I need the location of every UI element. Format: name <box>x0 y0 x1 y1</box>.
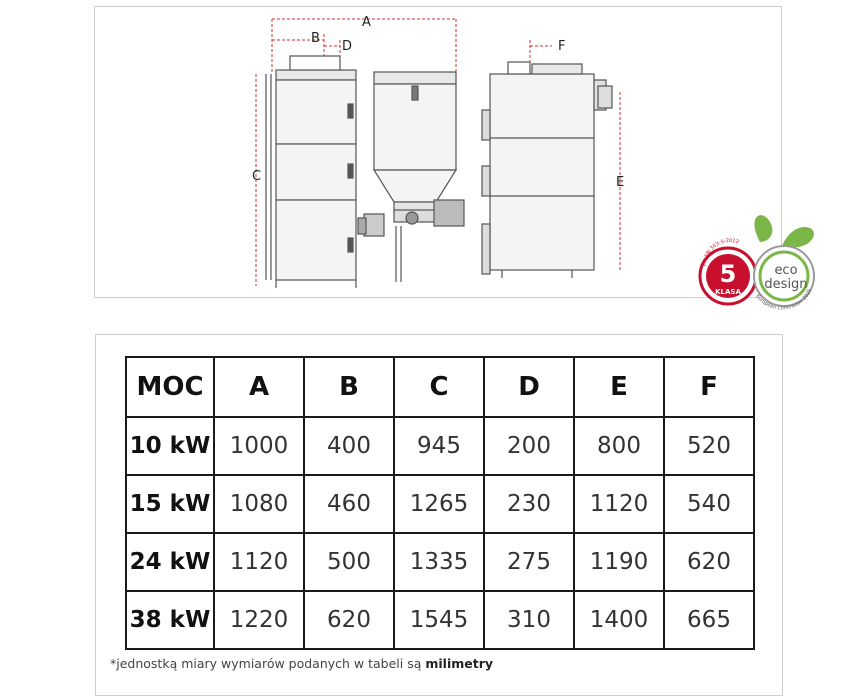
table-cell: 945 <box>393 416 485 476</box>
table-row: 10 kW 1000 400 945 200 800 520 <box>125 416 755 476</box>
table-cell: 310 <box>483 590 575 650</box>
eco-line1: eco <box>774 263 797 278</box>
dim-label-a: A <box>362 15 371 30</box>
table-cell: 1190 <box>573 532 665 592</box>
eco-design-seal-icon: eco design European Commision 2020 <box>753 215 815 311</box>
table-cell: 540 <box>663 474 755 534</box>
header-a: A <box>213 356 305 418</box>
table-cell: 1080 <box>213 474 305 534</box>
dim-label-d: D <box>342 39 352 54</box>
dim-label-c: C <box>252 169 261 184</box>
table-cell: 1120 <box>573 474 665 534</box>
table-row: 24 kW 1120 500 1335 275 1190 620 <box>125 532 755 592</box>
table-cell: 665 <box>663 590 755 650</box>
table-row: 38 kW 1220 620 1545 310 1400 665 <box>125 590 755 650</box>
header-e: E <box>573 356 665 418</box>
table-cell: 1220 <box>213 590 305 650</box>
table-cell: 500 <box>303 532 395 592</box>
table-cell: 1120 <box>213 532 305 592</box>
certification-badges: 5 KLASA PN-EN 303-5:2012 eco design Euro… <box>698 215 815 311</box>
table-cell: 620 <box>663 532 755 592</box>
header-c: C <box>393 356 485 418</box>
row-power: 24 kW <box>125 532 215 592</box>
dim-label-e: E <box>616 175 624 190</box>
table-cell: 400 <box>303 416 395 476</box>
klasa-5-seal-icon: 5 KLASA PN-EN 303-5:2012 <box>698 238 758 306</box>
footnote-text: *jednostką miary wymiarów podanych w tab… <box>110 656 426 671</box>
dim-label-f: F <box>558 39 565 54</box>
table-cell: 620 <box>303 590 395 650</box>
footnote: *jednostką miary wymiarów podanych w tab… <box>110 656 493 671</box>
table-cell: 1265 <box>393 474 485 534</box>
table-cell: 230 <box>483 474 575 534</box>
klasa-word: KLASA <box>715 288 741 296</box>
table-cell: 460 <box>303 474 395 534</box>
table-cell: 520 <box>663 416 755 476</box>
table-row: 15 kW 1080 460 1265 230 1120 540 <box>125 474 755 534</box>
klasa-number: 5 <box>720 260 737 288</box>
footnote-unit: milimetry <box>425 656 494 671</box>
table-cell: 800 <box>573 416 665 476</box>
row-power: 10 kW <box>125 416 215 476</box>
row-power: 15 kW <box>125 474 215 534</box>
table-cell: 1545 <box>393 590 485 650</box>
table-cell: 1000 <box>213 416 305 476</box>
table-header-row: MOC A B C D E F <box>125 356 755 418</box>
row-power: 38 kW <box>125 590 215 650</box>
header-moc: MOC <box>125 356 215 418</box>
table-cell: 1400 <box>573 590 665 650</box>
table-cell: 275 <box>483 532 575 592</box>
technical-drawing: A B D C F E <box>252 15 624 288</box>
header-d: D <box>483 356 575 418</box>
table-cell: 200 <box>483 416 575 476</box>
dimensions-table: MOC A B C D E F 10 kW 1000 400 945 200 8… <box>125 356 755 650</box>
header-f: F <box>663 356 755 418</box>
header-b: B <box>303 356 395 418</box>
eco-line2: design <box>764 277 807 292</box>
table-cell: 1335 <box>393 532 485 592</box>
dim-label-b: B <box>311 31 320 46</box>
